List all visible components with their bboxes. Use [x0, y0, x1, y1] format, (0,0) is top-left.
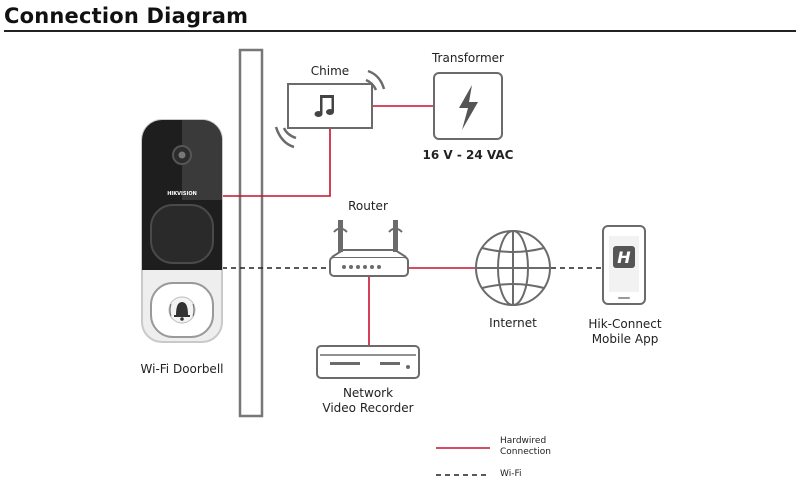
router-device — [329, 220, 409, 277]
bell-icon — [168, 296, 196, 324]
nvr-label-line1: Network — [342, 386, 394, 400]
nvr-device — [316, 345, 420, 379]
app-logo-letter: H — [617, 248, 631, 267]
legend-hardwired-line1: Hardwired — [500, 436, 547, 446]
transformer-voltage-label: 16 V - 24 VAC — [422, 148, 514, 162]
nvr-label-line2: Video Recorder — [322, 401, 414, 415]
app-label-line2: Mobile App — [591, 332, 659, 346]
wifi-lines — [222, 267, 603, 476]
title-underline — [4, 30, 796, 32]
wifi-doorbell-device: HIKVISION — [141, 119, 223, 343]
legend-wifi-label: Wi-Fi — [500, 469, 522, 479]
doorbell-brand-text: HIKVISION — [167, 191, 197, 197]
wall-panel — [238, 48, 264, 418]
transformer-label: Transformer — [431, 51, 504, 65]
sound-waves-icon — [274, 69, 386, 149]
transformer-device — [433, 72, 503, 140]
lightning-bolt-icon — [459, 85, 478, 130]
doorbell-label: Wi-Fi Doorbell — [140, 362, 224, 376]
chime-label: Chime — [310, 64, 350, 78]
app-label-line1: Hik-Connect — [588, 317, 662, 331]
hik-connect-logo-icon — [613, 246, 635, 268]
music-note-icon — [314, 95, 334, 117]
chime-device — [274, 69, 386, 149]
doorbell-to-chime-wire — [222, 128, 331, 197]
router-label: Router — [348, 199, 388, 213]
legend-hardwired-line2: Connection — [500, 447, 551, 457]
hardwired-lines — [222, 105, 490, 449]
internet-label: Internet — [489, 316, 537, 330]
hik-connect-phone: H — [602, 225, 646, 305]
page-title: Connection Diagram — [4, 4, 249, 28]
globe-icon — [475, 230, 551, 306]
